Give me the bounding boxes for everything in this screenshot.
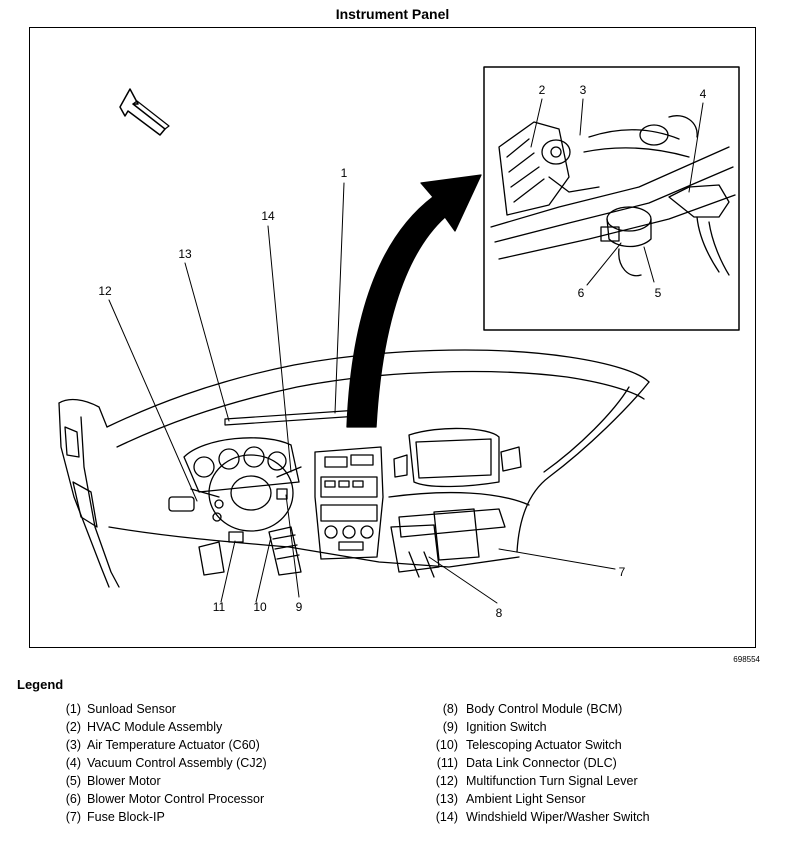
legend-label: Fuse Block-IP (87, 810, 165, 824)
callout-leaders (108, 98, 704, 604)
inset-pointer-arrow (346, 174, 482, 428)
callout-14: 14 (261, 209, 275, 223)
callout-12: 12 (98, 284, 112, 298)
legend-number: (7) (65, 810, 81, 824)
callout-13: 13 (178, 247, 192, 261)
legend-label: Body Control Module (BCM) (466, 702, 623, 716)
hvac-inset-detail (483, 66, 740, 331)
callout-10: 10 (253, 600, 267, 614)
callout-2: 2 (539, 83, 546, 97)
callout-11: 11 (213, 600, 226, 614)
legend-label: HVAC Module Assembly (87, 720, 223, 734)
legend-item: (5) Blower Motor (57, 772, 161, 790)
legend-number: (11) (436, 756, 458, 770)
legend-number: (6) (65, 792, 81, 806)
legend-number: (1) (65, 702, 81, 716)
legend-item: (11) Data Link Connector (DLC) (430, 754, 617, 772)
figure-code: 698554 (733, 655, 760, 664)
callout-9: 9 (296, 600, 303, 614)
callout-8: 8 (496, 606, 503, 620)
legend-number: (14) (435, 810, 458, 824)
dashboard-drawing (58, 349, 650, 588)
legend-column-right: (8) Body Control Module (BCM) (9) Ignition… (430, 700, 650, 826)
legend-item: (13) Ambient Light Sensor (430, 790, 586, 808)
callout-1: 1 (341, 166, 348, 180)
legend-label: Telescoping Actuator Switch (466, 738, 622, 752)
legend-item: (3) Air Temperature Actuator (C60) (57, 736, 260, 754)
legend-column-left: (1) Sunload Sensor (2) HVAC Module Assembl… (57, 700, 267, 826)
legend-number: (13) (435, 792, 458, 806)
legend-label: Multifunction Turn Signal Lever (466, 774, 638, 788)
legend-label: Blower Motor Control Processor (87, 792, 265, 806)
legend-label: Air Temperature Actuator (C60) (87, 738, 260, 752)
legend-label: Vacuum Control Assembly (CJ2) (87, 756, 267, 770)
legend-item: (9) Ignition Switch (430, 718, 547, 736)
legend-item: (6) Blower Motor Control Processor (57, 790, 264, 808)
callout-5: 5 (655, 286, 662, 300)
instrument-panel-diagram: 1 14 13 12 2 3 4 6 5 7 8 9 10 11 (58, 66, 740, 620)
diagram-frame (29, 27, 756, 648)
legend-number: (12) (435, 774, 458, 788)
legend-number: (8) (442, 702, 458, 716)
callout-4: 4 (700, 87, 707, 101)
callout-7: 7 (619, 565, 626, 579)
page-title: Instrument Panel (335, 6, 450, 22)
legend-item: (8) Body Control Module (BCM) (430, 700, 623, 718)
legend-label: Data Link Connector (DLC) (466, 756, 617, 770)
forward-direction-arrow-icon (119, 88, 170, 136)
legend-number: (9) (442, 720, 458, 734)
callout-numbers: 1 14 13 12 2 3 4 6 5 7 8 9 10 11 (98, 83, 706, 620)
legend-item: (1) Sunload Sensor (57, 700, 176, 718)
legend-number: (10) (435, 738, 458, 752)
legend-label: Sunload Sensor (87, 702, 176, 716)
callout-6: 6 (578, 286, 585, 300)
legend-number: (2) (65, 720, 81, 734)
legend-label: Ambient Light Sensor (466, 792, 586, 806)
legend-number: (5) (65, 774, 81, 788)
legend-item: (2) HVAC Module Assembly (57, 718, 223, 736)
legend-item: (10) Telescoping Actuator Switch (430, 736, 622, 754)
legend-number: (3) (65, 738, 81, 752)
legend-label: Ignition Switch (466, 720, 547, 734)
legend-label: Blower Motor (87, 774, 161, 788)
callout-3: 3 (580, 83, 587, 97)
legend-number: (4) (65, 756, 81, 770)
legend-label: Windshield Wiper/Washer Switch (466, 810, 650, 824)
legend-item: (12) Multifunction Turn Signal Lever (430, 772, 638, 790)
legend-item: (4) Vacuum Control Assembly (CJ2) (57, 754, 267, 772)
legend-item: (7) Fuse Block-IP (57, 808, 165, 826)
legend-item: (14) Windshield Wiper/Washer Switch (430, 808, 650, 826)
legend-heading: Legend (17, 677, 64, 692)
